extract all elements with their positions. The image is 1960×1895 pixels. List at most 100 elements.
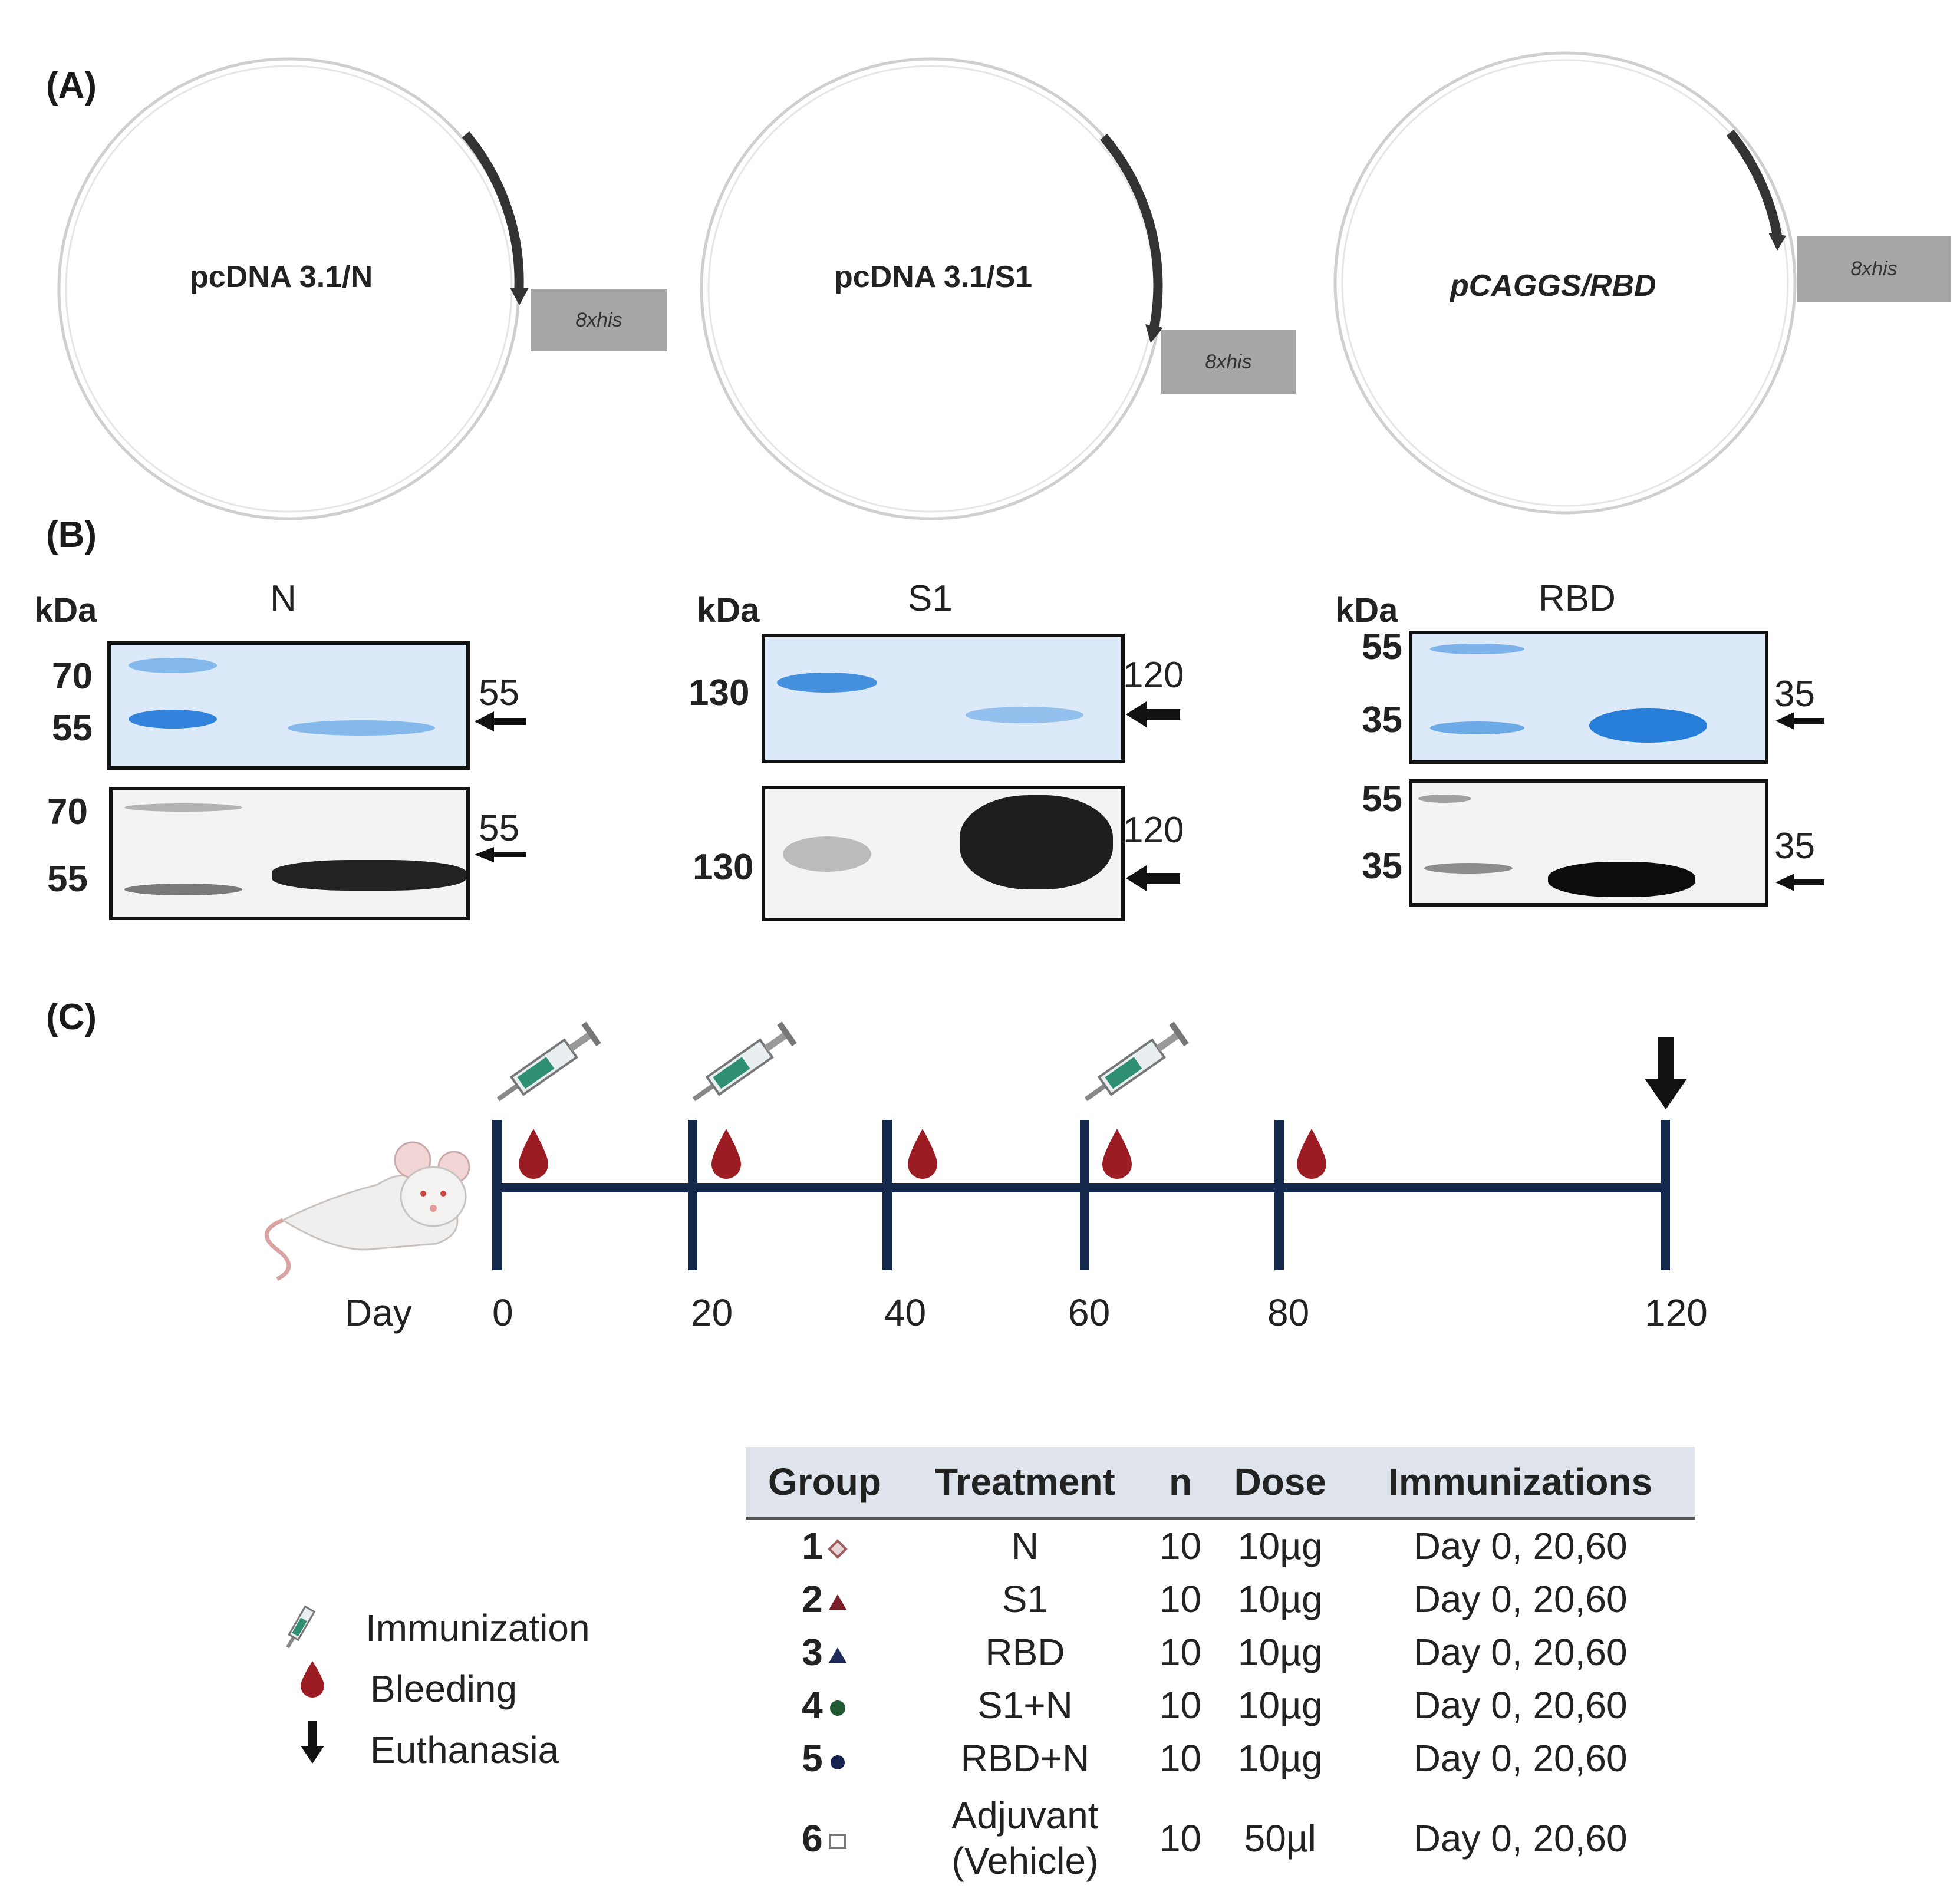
band-size-label: 35 [1774, 674, 1815, 714]
band-size-label: 55 [479, 808, 519, 849]
gel-title-rbd: RBD [1539, 578, 1616, 619]
timeline-tick-label: 80 [1267, 1291, 1310, 1334]
table-row: 3 RBD 10 10µg Day 0, 20,60 [746, 1626, 1695, 1679]
immunizations-cell: Day 0, 20,60 [1413, 1684, 1628, 1726]
circle-symbol-icon [830, 1755, 845, 1770]
plasmid-name-s1: pcDNA 3.1/S1 [834, 260, 1033, 294]
blood-drop-icon [519, 1129, 548, 1179]
immunizations-cell: Day 0, 20,60 [1413, 1578, 1628, 1620]
group-cell: 4 [746, 1679, 904, 1732]
timeline-tick-label: 120 [1645, 1291, 1708, 1334]
table-header: Immunizations [1346, 1447, 1695, 1520]
table-row: 5 RBD+N 10 10µg Day 0, 20,60 [746, 1732, 1695, 1785]
triangle-symbol-icon [828, 1594, 846, 1610]
coomassie-gel-s1 [762, 634, 1125, 763]
timeline-diagram [264, 1021, 1687, 1281]
group-table: Group Treatment n Dose Immunizations 1 N… [746, 1447, 1695, 1892]
timeline-tick-label: 0 [492, 1291, 513, 1334]
western-blot-s1 [762, 786, 1125, 921]
group-cell: 6 [746, 1785, 904, 1892]
table-row: 2 S1 10 10µg Day 0, 20,60 [746, 1573, 1695, 1626]
plasmid-map-s1 [700, 57, 1163, 520]
mouse-icon [264, 1141, 470, 1281]
plasmid-name-n: pcDNA 3.1/N [190, 260, 373, 294]
immunizations-cell: Day 0, 20,60 [1413, 1525, 1628, 1567]
euthanasia-arrow-icon [1645, 1037, 1687, 1109]
his-tag-box-rbd: 8xhis [1797, 236, 1951, 302]
treatment-cell: Adjuvant(Vehicle) [951, 1794, 1099, 1882]
coomassie-gel-rbd [1409, 631, 1768, 764]
gel-title-n: N [270, 578, 297, 619]
band-size-label: 120 [1123, 655, 1184, 696]
dose-cell: 50µl [1244, 1817, 1316, 1860]
panel-b-label: (B) [46, 515, 97, 555]
timeline-tick-label: 40 [884, 1291, 927, 1334]
square-symbol-icon [828, 1833, 846, 1849]
legend-immunization: Immunization [365, 1607, 590, 1649]
arrow-icon [1775, 874, 1824, 891]
legend-euthanasia: Euthanasia [370, 1729, 559, 1771]
table-header-row: Group Treatment n Dose Immunizations [746, 1447, 1695, 1520]
dose-cell: 10µg [1237, 1631, 1323, 1673]
immunizations-cell: Day 0, 20,60 [1413, 1817, 1628, 1860]
blood-drop-icon [301, 1661, 324, 1698]
timeline-day-label: Day [345, 1291, 412, 1334]
dose-cell: 10µg [1237, 1578, 1323, 1620]
n-cell: 10 [1159, 1684, 1202, 1726]
immunizations-cell: Day 0, 20,60 [1413, 1631, 1628, 1673]
western-blot-n [109, 787, 470, 920]
mw-marker: 130 [693, 847, 754, 888]
mw-marker: 35 [1362, 700, 1402, 740]
western-blot-rbd [1409, 779, 1768, 907]
band-size-label: 55 [479, 673, 519, 713]
plasmid-maps [57, 51, 1797, 520]
arrow-icon [475, 847, 526, 862]
arrow-icon [1126, 701, 1180, 727]
timeline-tick-label: 20 [691, 1291, 733, 1334]
mw-marker: 55 [1362, 779, 1402, 819]
his-tag-box-s1: 8xhis [1161, 330, 1296, 394]
band-size-label: 35 [1774, 826, 1815, 866]
euthanasia-arrow-icon [301, 1721, 324, 1764]
band-size-label: 120 [1123, 810, 1184, 851]
group-cell: 3 [746, 1626, 904, 1679]
treatment-cell: RBD+N [960, 1737, 1090, 1779]
dose-cell: 10µg [1237, 1737, 1323, 1779]
plasmid-map-n [57, 57, 529, 520]
blood-drop-icon [1297, 1129, 1326, 1179]
coomassie-gel-n [107, 641, 470, 770]
kda-label-rbd: kDa [1335, 591, 1398, 630]
mw-marker: 55 [1362, 627, 1402, 667]
mw-marker: 130 [689, 673, 750, 713]
circle-symbol-icon [829, 1700, 845, 1716]
kda-label-n: kDa [34, 591, 97, 630]
triangle-symbol-icon [828, 1647, 846, 1663]
n-cell: 10 [1159, 1525, 1202, 1567]
syringe-icon [286, 1605, 316, 1649]
diamond-symbol-icon [827, 1539, 848, 1559]
table-row: 6 Adjuvant(Vehicle) 10 50µl Day 0, 20,60 [746, 1785, 1695, 1892]
dose-cell: 10µg [1237, 1684, 1323, 1726]
blood-drop-icon [711, 1129, 741, 1179]
treatment-cell: S1+N [977, 1684, 1073, 1726]
his-tag-box-n: 8xhis [531, 289, 667, 351]
group-cell: 5 [746, 1732, 904, 1785]
syringe-icon [496, 1021, 601, 1102]
mw-marker: 70 [47, 792, 88, 832]
arrow-icon [1775, 712, 1824, 730]
n-cell: 10 [1159, 1737, 1202, 1779]
gel-title-s1: S1 [908, 578, 953, 619]
n-cell: 10 [1159, 1578, 1202, 1620]
table-header: Dose [1214, 1447, 1346, 1520]
mw-marker: 55 [47, 859, 88, 899]
mw-marker: 55 [52, 708, 93, 749]
table-header: Group [746, 1447, 904, 1520]
immunizations-cell: Day 0, 20,60 [1413, 1737, 1628, 1779]
table-row: 4 S1+N 10 10µg Day 0, 20,60 [746, 1679, 1695, 1732]
treatment-cell: S1 [1002, 1578, 1049, 1620]
syringe-icon [692, 1021, 797, 1102]
arrow-icon [475, 711, 526, 731]
table-row: 1 N 10 10µg Day 0, 20,60 [746, 1518, 1695, 1573]
mw-marker: 70 [52, 656, 93, 697]
mw-marker: 35 [1362, 846, 1402, 886]
